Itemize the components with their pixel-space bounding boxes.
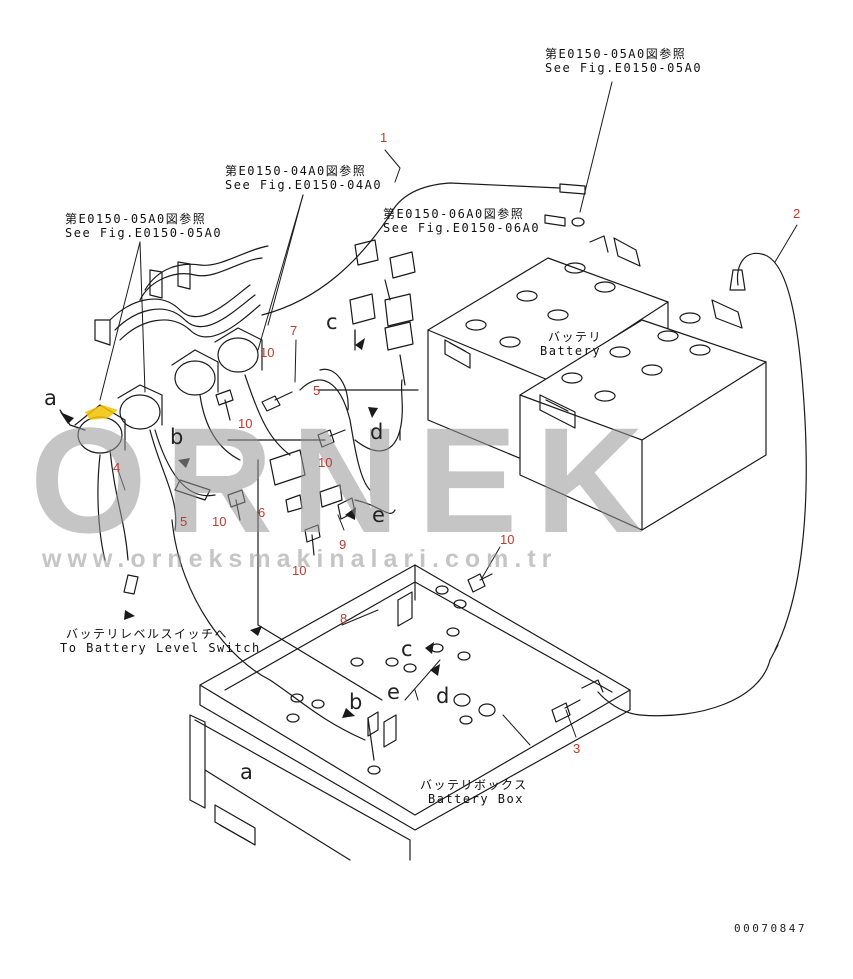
fuse-relays bbox=[349, 239, 416, 351]
document-number: 00070847 bbox=[734, 922, 807, 935]
callout-7: 7 bbox=[290, 323, 298, 338]
connection-c-2: c bbox=[401, 637, 413, 661]
watermark-brand: ORNEK bbox=[30, 396, 662, 564]
ref-fig-04a0: 第E0150-04A0図参照 See Fig.E0150-04A0 bbox=[225, 164, 382, 192]
ref-en: See Fig.E0150-05A0 bbox=[65, 226, 223, 240]
connection-d-1: d bbox=[370, 420, 384, 444]
connection-e-1: e bbox=[372, 503, 385, 527]
ref-en: See Fig.E0150-04A0 bbox=[225, 178, 383, 192]
ref-ja: 第E0150-05A0図参照 bbox=[545, 47, 687, 61]
callout-10b: 10 bbox=[238, 416, 253, 431]
middle-wiring bbox=[171, 329, 419, 741]
bolts bbox=[215, 389, 581, 761]
ref-en: See Fig.E0150-05A0 bbox=[545, 61, 703, 75]
connection-b-1: b bbox=[170, 425, 184, 449]
callout-10d: 10 bbox=[212, 514, 227, 529]
callout-5a: 5 bbox=[313, 383, 321, 398]
level-switch-label-ja: バッテリレベルスイッチへ bbox=[66, 627, 229, 641]
connection-d-2: d bbox=[436, 684, 450, 708]
callout-9: 9 bbox=[339, 537, 347, 552]
callout-10c: 10 bbox=[318, 455, 333, 470]
connection-a-2: a bbox=[240, 760, 253, 784]
connection-c-1: c bbox=[326, 310, 338, 334]
battery-label: バッテリ Battery bbox=[540, 330, 602, 358]
leader-lines bbox=[99, 81, 798, 746]
ref-fig-05a0-top: 第E0150-05A0図参照 See Fig.E0150-05A0 bbox=[545, 47, 702, 75]
ref-ja: 第E0150-06A0図参照 bbox=[383, 207, 525, 221]
callout-5b: 5 bbox=[180, 514, 188, 529]
highlight-mark bbox=[85, 405, 118, 420]
callout-1: 1 bbox=[380, 130, 388, 145]
connection-arrows bbox=[60, 338, 440, 718]
callout-2: 2 bbox=[793, 206, 801, 221]
ref-en: See Fig.E0150-06A0 bbox=[383, 221, 541, 235]
watermark-url: www.orneksmakinalari.com.tr bbox=[42, 545, 558, 573]
cable-2 bbox=[597, 252, 807, 717]
battery-relays bbox=[59, 245, 291, 595]
battery-box-label: バッテリボックス Battery Box bbox=[420, 778, 528, 806]
battery-label-ja: バッテリ bbox=[548, 330, 603, 344]
callout-10a: 10 bbox=[260, 345, 275, 360]
callout-10f: 10 bbox=[500, 532, 515, 547]
ref-fig-05a0-left: 第E0150-05A0図参照 See Fig.E0150-05A0 bbox=[65, 212, 222, 240]
ref-fig-06a0: 第E0150-06A0図参照 See Fig.E0150-06A0 bbox=[383, 207, 540, 235]
callout-6: 6 bbox=[258, 505, 266, 520]
callout-8: 8 bbox=[340, 611, 348, 626]
battery-box bbox=[189, 564, 631, 861]
callout-4: 4 bbox=[113, 460, 121, 475]
ref-ja: 第E0150-04A0図参照 bbox=[225, 164, 367, 178]
ref-ja: 第E0150-05A0図参照 bbox=[65, 212, 207, 226]
battery-label-en: Battery bbox=[540, 344, 602, 358]
connection-e-2: e bbox=[387, 680, 400, 704]
level-switch-label-en: To Battery Level Switch bbox=[60, 641, 261, 655]
level-switch-label: バッテリレベルスイッチへ To Battery Level Switch bbox=[60, 627, 261, 655]
battery-box-label-ja: バッテリボックス bbox=[420, 778, 528, 792]
battery-front bbox=[519, 235, 767, 531]
connection-a-1: a bbox=[44, 386, 57, 410]
callout-10e: 10 bbox=[292, 563, 307, 578]
connection-b-2: b bbox=[349, 690, 363, 714]
callout-3: 3 bbox=[573, 741, 581, 756]
battery-box-label-en: Battery Box bbox=[428, 792, 524, 806]
cable-1 bbox=[261, 182, 586, 316]
